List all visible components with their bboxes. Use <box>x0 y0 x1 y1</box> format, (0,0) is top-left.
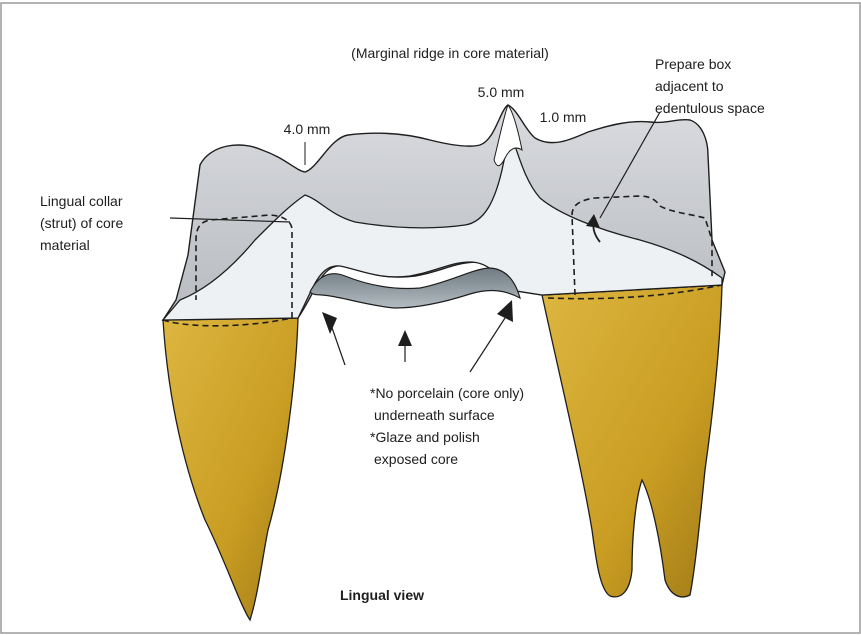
right-abutment-root <box>542 285 722 597</box>
left-abutment-root <box>163 318 298 620</box>
header-note: (Marginal ridge in core material) <box>351 45 549 61</box>
dimension-right-ridge: 1.0 mm <box>540 109 587 125</box>
lingual-collar-label: Lingual collar (strut) of core material <box>40 193 127 253</box>
prepare-box-label: Prepare box adjacent to edentulous space <box>655 56 765 116</box>
left-underside-arrowhead <box>322 312 337 334</box>
right-underside-arrow-line <box>470 318 505 372</box>
figure-frame <box>1 3 860 633</box>
no-porcelain-label: *No porcelain (core only) underneath sur… <box>370 385 528 467</box>
center-underside-arrowhead <box>398 330 412 346</box>
dimension-center-peak: 5.0 mm <box>478 84 525 100</box>
figure-caption: Lingual view <box>340 587 424 603</box>
dimension-left-ridge: 4.0 mm <box>284 121 331 137</box>
